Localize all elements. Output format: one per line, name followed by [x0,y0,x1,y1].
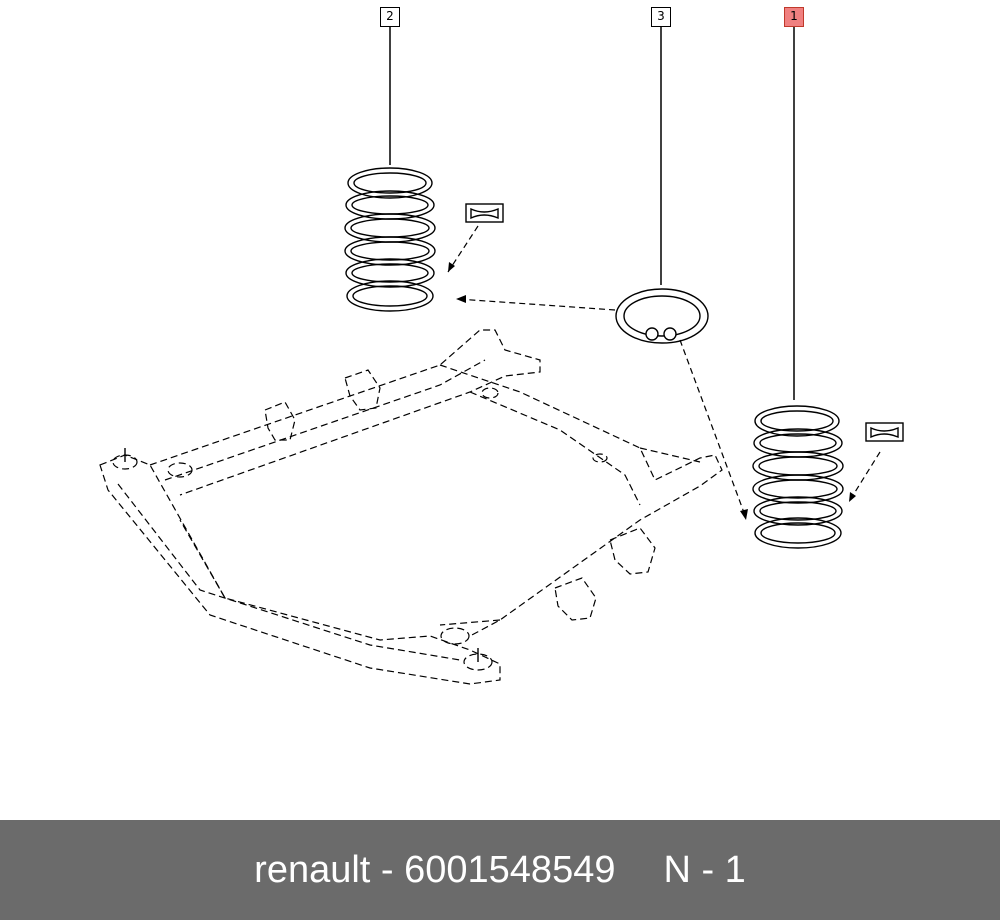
coil-spring-icon [344,167,436,312]
arrow-ring-to-spring-2-head [456,295,466,303]
subframe-icon [99,329,723,685]
parts-diagram [99,27,904,685]
footer-part-number: renault - 6001548549 [254,848,616,891]
arrow-lube-2-head [448,262,455,272]
arrow-lube-1 [849,451,881,501]
arrow-ring-to-spring-1 [679,339,747,519]
callout-2[interactable]: 2 [380,7,400,27]
lubricant-symbol-icon [865,422,904,442]
arrow-ring-to-spring-1-head [740,509,748,520]
arrow-ring-to-spring-2 [457,298,616,311]
callout-3[interactable]: 3 [651,7,671,27]
stud-icon [124,448,479,662]
footer-bar: renault - 6001548549 N - 1 [0,820,1000,920]
footer-reference: N - 1 [663,848,746,891]
coil-spring-icon [752,405,844,549]
spring-insulator-ring-icon [615,288,709,344]
callout-1[interactable]: 1 [784,7,804,27]
arrow-lube-2 [447,225,479,273]
lubricant-symbol-icon [465,203,504,223]
arrow-lube-1-head [849,492,856,502]
